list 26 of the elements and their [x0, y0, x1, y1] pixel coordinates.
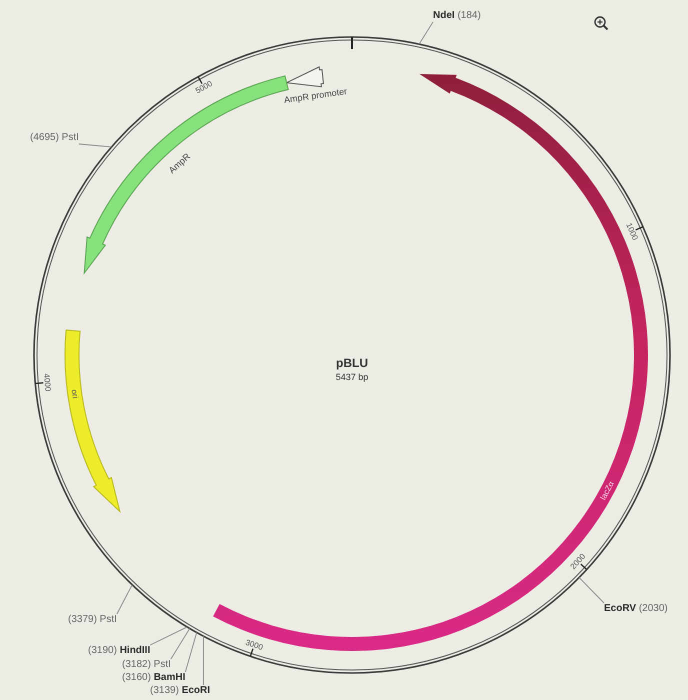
- leader-line: [150, 626, 188, 646]
- leader-line: [184, 632, 198, 672]
- leader-line: [418, 22, 434, 45]
- tick-label: 3000: [244, 638, 264, 652]
- restriction-site-label: EcoRV (2030): [604, 603, 668, 615]
- restriction-site-label: NdeI (184): [433, 10, 481, 22]
- feature-arrow: [286, 66, 324, 88]
- plasmid-size: 5437 bp: [334, 372, 370, 382]
- restriction-site-label: (4695) PstI: [30, 132, 79, 144]
- restriction-site-label: (3139) EcoRI: [150, 685, 210, 697]
- restriction-site-label: (3190) HindIII: [88, 645, 150, 657]
- feature-label: AmpR promoter: [283, 86, 348, 105]
- leader-line: [203, 636, 204, 686]
- leader-line: [78, 144, 112, 148]
- tick-label: 5000: [194, 78, 214, 96]
- leader-line: [578, 577, 604, 604]
- leader-line: [170, 628, 190, 660]
- feature-label: ori: [70, 388, 80, 399]
- leader-line: [116, 584, 133, 614]
- restriction-site-label: (3379) PstI: [68, 614, 117, 626]
- tick-label: 4000: [42, 373, 53, 392]
- feature-arrow: [64, 329, 120, 512]
- restriction-site-label: (3160) BamHI: [122, 672, 186, 684]
- plasmid-name: pBLU: [335, 356, 369, 370]
- tick-label: 1000: [624, 222, 640, 242]
- restriction-site-label: (3182) PstI: [122, 659, 171, 671]
